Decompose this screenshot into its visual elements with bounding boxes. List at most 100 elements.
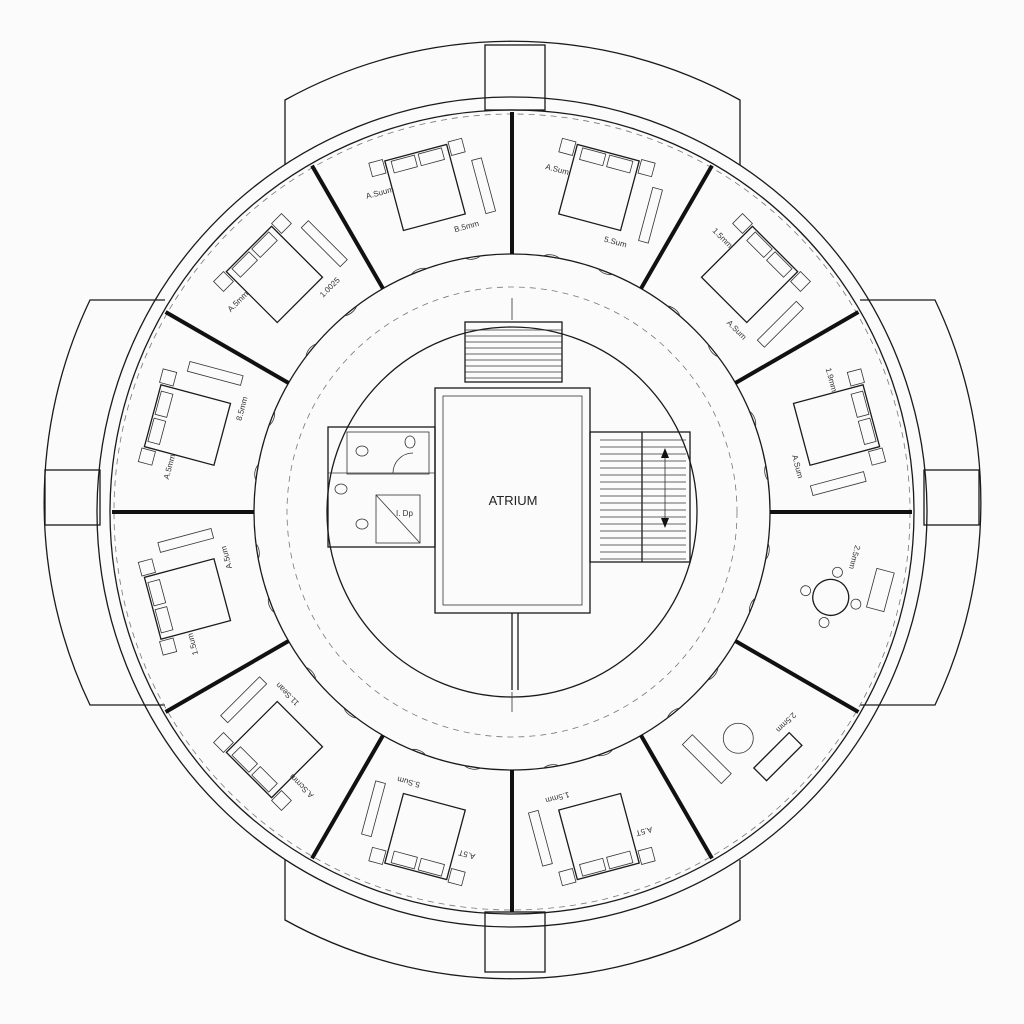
ring (286, 286, 738, 738)
door-swing (411, 748, 427, 756)
partition-wall (734, 639, 860, 714)
nightstand (137, 447, 156, 466)
wardrobe (157, 527, 215, 553)
door-swing (748, 597, 756, 613)
pillow (746, 231, 773, 259)
dimension-label: A.5um (219, 545, 234, 570)
entry-bottom (484, 911, 546, 973)
restroom-label: I. Dp (396, 509, 413, 518)
pillow (579, 147, 607, 167)
stair-right (589, 431, 691, 563)
bed (143, 557, 232, 640)
restrooms: I. Dp (327, 426, 436, 548)
pillow (147, 579, 167, 607)
wardrobe (638, 186, 663, 244)
nightstand (159, 368, 178, 387)
central-core: ATRIUM I. Dp (327, 298, 691, 712)
nightstand (558, 137, 577, 156)
nightstand (271, 790, 292, 811)
door-swing (667, 305, 681, 317)
door-swing (707, 667, 719, 681)
pillow (579, 857, 607, 877)
wardrobe (186, 361, 244, 386)
bed (557, 143, 640, 232)
wardrobe (471, 157, 497, 215)
door-swing (749, 410, 757, 427)
bed (143, 384, 232, 467)
pillow (850, 390, 870, 418)
entry-top (484, 44, 546, 111)
wardrobe (756, 300, 804, 348)
nightstand (213, 732, 234, 753)
dimension-label: A.Suum (365, 185, 395, 201)
pillow (147, 417, 167, 445)
pillow (606, 154, 634, 174)
pillow (231, 251, 259, 278)
dimension-label: 11.Sean (274, 681, 301, 708)
toilet-icon (355, 518, 369, 530)
door-swing (543, 254, 560, 259)
bed (225, 700, 324, 799)
nightstand (637, 846, 656, 865)
door-swing (707, 343, 719, 358)
door-swing (765, 543, 770, 560)
dimension-label: A.5mm (162, 453, 177, 480)
bed (384, 143, 467, 232)
door-swing (305, 343, 317, 357)
dimension-label: 5.Sum (396, 775, 421, 790)
partition-wall (310, 734, 385, 860)
toilet-icon (334, 483, 348, 495)
wardrobe (809, 471, 867, 497)
door-swing (255, 543, 260, 560)
door-swing (305, 666, 317, 681)
room-bedroom: A.5T1.5mm (527, 749, 656, 887)
kitchen-counter (866, 567, 895, 613)
partition-wall (639, 734, 714, 860)
door-swing (666, 707, 681, 719)
coffee-table (722, 722, 754, 754)
nightstand (447, 137, 466, 156)
pillow (154, 606, 174, 634)
nightstand (558, 868, 577, 887)
pillow (251, 231, 278, 259)
bed (225, 225, 324, 324)
dimension-label: 1.5um (186, 632, 201, 656)
nightstand (271, 213, 292, 234)
ring (109, 109, 915, 915)
nightstand (732, 213, 753, 234)
bed (700, 225, 799, 324)
atrium-inner (442, 395, 583, 606)
outer-arc-left (43, 299, 165, 706)
room-dining: 2.5mm (748, 543, 895, 628)
chair (832, 566, 843, 578)
ring (96, 96, 928, 928)
door-swing (254, 464, 259, 481)
dimension-label: A.Sum (544, 162, 570, 177)
pillow (765, 251, 793, 278)
dimension-label: 1.5mm (544, 790, 570, 805)
door-swing (597, 749, 614, 757)
bed (557, 792, 640, 881)
nightstand (137, 558, 156, 577)
dimension-label: A.Sum (790, 454, 805, 480)
nightstand (637, 159, 656, 178)
nightstand (447, 868, 466, 887)
dimension-label: 5.Sum (603, 235, 628, 250)
dimension-label: 2.5mm (847, 544, 862, 570)
wardrobe (527, 809, 553, 867)
nightstand (213, 271, 234, 292)
sofa (752, 731, 803, 782)
chair (818, 617, 830, 628)
chair (800, 585, 812, 597)
door-swing (464, 765, 481, 770)
partition-wall (164, 310, 290, 385)
pillow (390, 154, 418, 174)
door-swing (764, 464, 769, 481)
dimension-label: A.5mm (226, 289, 251, 314)
nightstand (159, 637, 178, 656)
entry-right (923, 469, 980, 526)
dining-table (812, 578, 850, 617)
dimension-label: A.Scmm (288, 772, 316, 800)
